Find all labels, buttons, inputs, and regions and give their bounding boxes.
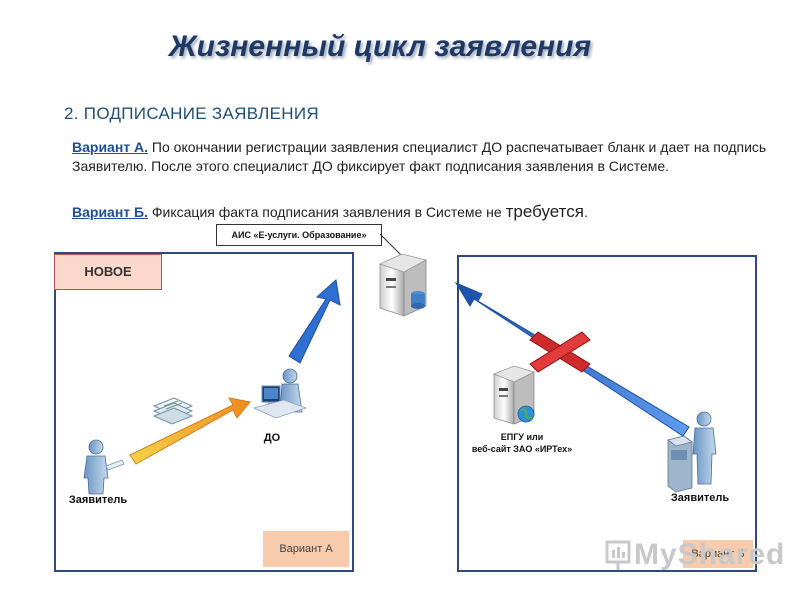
variant-a-link[interactable]: Вариант А. [72,139,149,155]
status-badge: НОВОЕ [54,254,162,290]
variant-b-emphasis: требуется [505,202,584,221]
section-title: 2. ПОДПИСАНИЕ ЗАЯВЛЕНИЯ [64,104,319,123]
applicant-left-icon [83,439,125,495]
callout-pointer [379,233,403,257]
applicant-left-label: Заявитель [68,494,128,506]
do-label: ДО [263,432,281,444]
operator-icon [252,368,308,419]
variant-b-end: . [583,204,588,220]
applicant-right-icon [667,411,717,493]
variant-b-tag: Вариант Б [683,540,753,568]
variant-a-text: По окончании регистрации заявления специ… [72,139,767,174]
blocked-cross-icon [529,331,591,373]
epgu-label-line1: ЕПГУ или [500,432,544,442]
watermark-logo-icon [605,540,631,570]
epgu-server-icon [492,365,536,425]
watermark: MyShared [634,538,786,571]
page-title: Жизненный цикл заявления [168,30,592,63]
upload-arrow-left [288,279,341,364]
variant-a-paragraph: Вариант А. По окончании регистрации заяв… [72,138,792,176]
left-panel [54,252,354,572]
epgu-label-line2: веб-сайт ЗАО «ИРТех» [471,444,573,454]
applicant-right-label: Заявитель [670,492,730,504]
variant-a-tag: Вариант А [263,531,349,567]
variant-b-link[interactable]: Вариант Б. [72,204,148,220]
ais-server-icon [378,253,428,317]
variant-b-text: Фиксация факта подписания заявления в Си… [148,204,506,220]
documents-icon [152,397,194,425]
variant-b-paragraph: Вариант Б. Фиксация факта подписания зая… [72,202,792,222]
transfer-arrow-orange [129,397,251,465]
